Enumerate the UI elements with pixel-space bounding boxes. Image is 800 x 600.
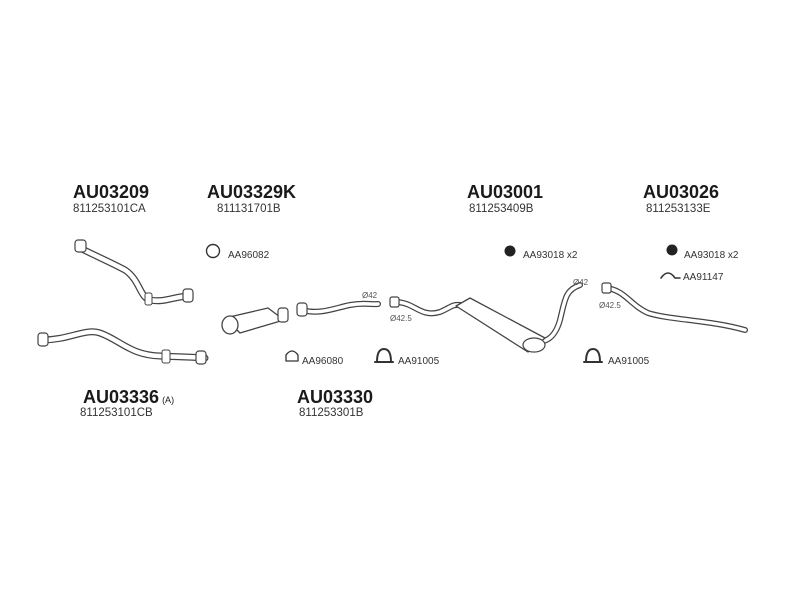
oe-number: 811131701B [217,203,281,215]
oe-number: 811253409B [469,203,534,215]
accessory-code: AA91005 [398,356,440,367]
accessory-code: AA93018 x2 [523,250,578,261]
diameter-label: Ø42.5 [390,314,412,323]
clamp-icon [374,348,394,363]
hanger-icon [660,272,681,279]
tail-pipe-au03026 [601,282,748,333]
accessory-code: AA91005 [608,356,650,367]
front-pipe-au03209 [74,239,194,306]
diameter-label: Ø42 [362,291,378,300]
diameter-label: Ø42 [573,278,589,287]
intermediate-pipe-au03330 [296,300,381,317]
oe-number: 811253101CB [80,407,153,419]
part-number: AU03329K [207,182,297,202]
rubber-mount-icon [504,245,516,257]
accessory-code: AA93018 x2 [684,250,739,261]
catalytic-converter-au03329k [221,307,289,335]
part-number: AU03336 [83,387,160,407]
part-number: AU03026 [643,182,720,202]
oe-number: 811253133E [646,203,711,215]
accessory-code: AA96082 [228,250,270,261]
front-pipe-au03336 [37,328,209,365]
flange-gasket-icon [285,350,299,362]
diameter-label: Ø42.5 [599,301,621,310]
oe-number: 811253101CA [73,203,146,215]
part-number: AU03209 [73,182,150,202]
part-suffix: (A) [162,395,175,405]
part-number: AU03330 [297,387,374,407]
accessory-code: AA96080 [302,356,344,367]
clamp-icon [583,348,603,363]
part-number: AU03001 [467,182,544,202]
oe-number: 811253301B [299,407,364,419]
middle-silencer-au03001 [389,282,583,353]
rubber-mount-icon [666,244,678,256]
part-number-with-suffix: AU03336(A) [83,388,174,409]
gasket-ring-icon [205,243,221,259]
accessory-code: AA91147 [683,272,724,283]
